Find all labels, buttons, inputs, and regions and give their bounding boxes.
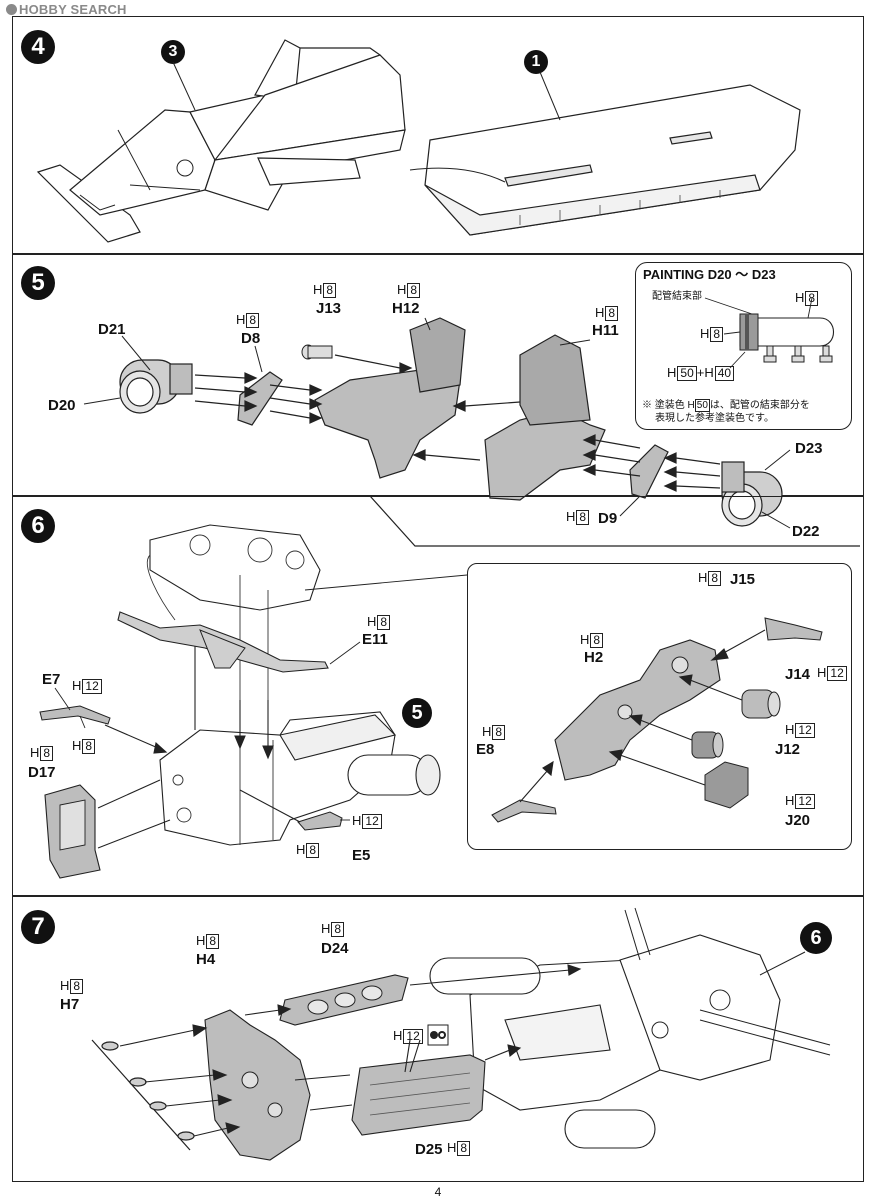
- step-4-panel: [12, 16, 864, 254]
- part-label-h7: H7: [60, 996, 80, 1013]
- step-7-panel: [12, 896, 864, 1182]
- decal-icon: [427, 1024, 449, 1046]
- step-5-number: 5: [21, 266, 55, 300]
- part-label-j20: J20: [785, 812, 811, 829]
- page-number: 4: [434, 1185, 442, 1199]
- part-label-d22: D22: [792, 523, 820, 540]
- part-label-e5: E5: [352, 847, 371, 864]
- part-label-d24: D24: [321, 940, 349, 957]
- part-label-e11: E11: [362, 631, 388, 648]
- part-label-d9: D9: [598, 510, 618, 527]
- part-label-d23: D23: [795, 440, 823, 457]
- part-label-d17: D17: [28, 764, 56, 781]
- part-label-j12: J12: [775, 741, 801, 758]
- part-label-j15: J15: [730, 571, 756, 588]
- part-label-e8: E8: [476, 741, 495, 758]
- logo-dot-icon: [6, 4, 17, 15]
- part-label-d20: D20: [48, 397, 76, 414]
- step-4-number: 4: [21, 30, 55, 64]
- watermark-logo: HOBBY SEARCH: [6, 2, 127, 17]
- part-label-h4: H4: [196, 951, 216, 968]
- step-6-panel: [12, 496, 864, 896]
- step-6-number: 6: [21, 509, 55, 543]
- part-label-h2: H2: [584, 649, 604, 666]
- step-5-panel: [12, 254, 864, 496]
- step-6-ref-5: 5: [402, 698, 432, 728]
- part-label-d25: D25: [415, 1141, 443, 1158]
- painting-box-footnote-line-2: 表現した参考塗装色です。: [655, 413, 774, 424]
- step-7-ref-6: 6: [800, 922, 832, 954]
- part-label-d8: D8: [241, 330, 261, 347]
- part-label-j14: J14: [785, 666, 811, 683]
- step-4-ref-1: 1: [524, 50, 548, 74]
- part-label-h12: H12: [392, 300, 420, 317]
- step-4-ref-3: 3: [161, 40, 185, 64]
- step-7-number: 7: [21, 910, 55, 944]
- part-label-h11: H11: [592, 322, 619, 339]
- part-label-d21: D21: [98, 321, 126, 338]
- painting-box-note: 配管結束部: [652, 291, 702, 302]
- part-label-j13: J13: [316, 300, 342, 317]
- painting-box-title: PAINTING D20 〜 D23: [643, 267, 776, 282]
- part-label-e7: E7: [42, 671, 61, 688]
